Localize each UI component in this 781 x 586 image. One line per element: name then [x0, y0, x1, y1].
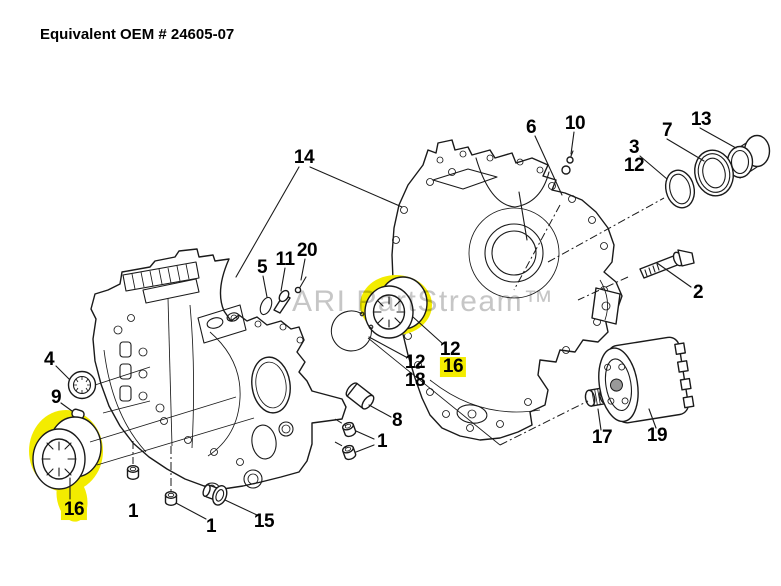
callout-13[interactable]: 13 [690, 109, 712, 131]
part-11-fitting[interactable] [273, 289, 291, 314]
part-1-plug[interactable] [340, 420, 358, 439]
part-3-12-ring[interactable] [662, 167, 698, 211]
callout-17[interactable]: 17 [591, 427, 613, 449]
callout-1[interactable]: 1 [376, 431, 388, 453]
callout-12[interactable]: 12 [623, 155, 645, 177]
part-8-roller[interactable] [344, 381, 376, 411]
part-1-plug[interactable] [164, 491, 178, 506]
part-7-seal[interactable] [690, 146, 738, 200]
part-10-screw[interactable] [566, 150, 574, 164]
callout-8[interactable]: 8 [391, 410, 403, 432]
page-title: Equivalent OEM # 24605-07 [40, 26, 235, 43]
part-15-drain-plug[interactable] [200, 480, 229, 507]
callout-16[interactable]: 16 [439, 357, 467, 377]
part-6-ball[interactable] [561, 165, 571, 175]
part-12-16-bearing[interactable] [364, 276, 428, 339]
callout-20[interactable]: 20 [296, 240, 318, 262]
callout-14[interactable]: 14 [293, 147, 315, 169]
callout-1[interactable]: 1 [205, 516, 217, 538]
part-20-screw[interactable] [294, 276, 307, 294]
callout-6[interactable]: 6 [525, 117, 537, 139]
part-4-bearing[interactable] [67, 370, 97, 400]
part-19-oil-filter[interactable] [594, 335, 695, 426]
callout-2[interactable]: 2 [692, 282, 704, 304]
part-1-plug[interactable] [340, 443, 358, 462]
left-crankcase-half[interactable] [90, 248, 347, 494]
callout-9[interactable]: 9 [50, 387, 62, 409]
leader-lines [55, 127, 737, 520]
part-5-oring[interactable] [258, 296, 274, 316]
callout-12[interactable]: 12 [439, 339, 461, 361]
part-13-bushing[interactable] [726, 134, 771, 179]
callout-7[interactable]: 7 [661, 120, 673, 142]
callout-11[interactable]: 11 [275, 249, 295, 271]
callout-1[interactable]: 1 [127, 501, 139, 523]
part-1-plug[interactable] [126, 465, 140, 480]
callout-10[interactable]: 10 [564, 113, 586, 135]
callout-15[interactable]: 15 [253, 511, 275, 533]
part-16-bearing[interactable] [32, 416, 102, 490]
assembly-axis-lines [89, 197, 665, 491]
callout-16[interactable]: 16 [60, 500, 88, 520]
callout-18[interactable]: 18 [404, 370, 426, 392]
callout-4[interactable]: 4 [43, 349, 55, 371]
part-2-bolt[interactable] [639, 249, 695, 279]
callout-5[interactable]: 5 [256, 257, 268, 279]
callout-3[interactable]: 3 [628, 137, 640, 159]
callout-12[interactable]: 12 [404, 352, 426, 374]
callout-19[interactable]: 19 [646, 425, 668, 447]
part-18-snap-ring[interactable] [330, 310, 374, 352]
